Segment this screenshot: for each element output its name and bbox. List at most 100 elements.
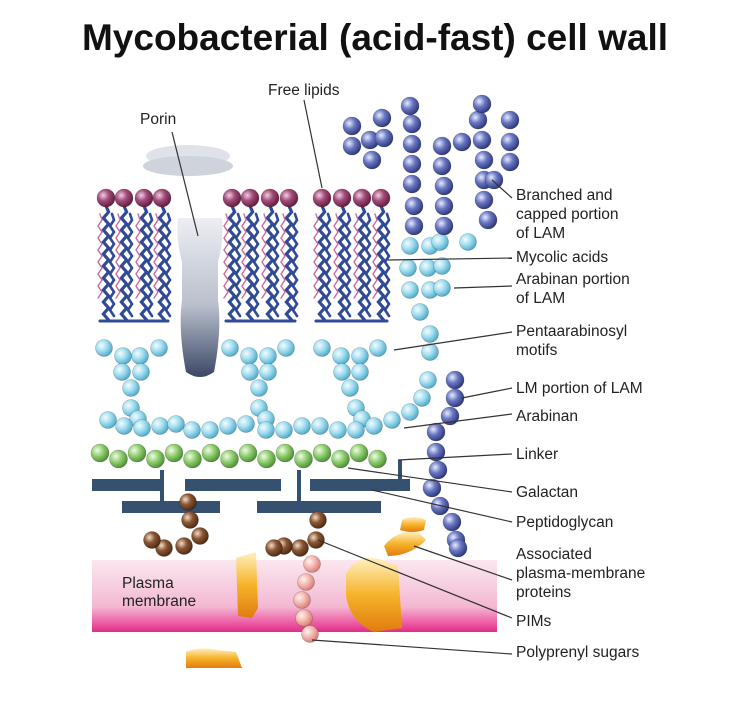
- lam-bead: [500, 152, 520, 172]
- lam-bead: [474, 190, 494, 210]
- arabinose-bead: [431, 233, 449, 251]
- arabinose-bead: [132, 363, 150, 381]
- galactan-bead: [238, 443, 258, 463]
- mycolic-acid-tail: [261, 213, 267, 299]
- mycolic-acid-chain: [265, 204, 275, 322]
- lam-bead: [402, 114, 422, 134]
- galactan-bead: [127, 443, 147, 463]
- label-galactan: Galactan: [516, 484, 578, 501]
- arabinose-bead: [250, 379, 268, 397]
- arabinose-bead: [421, 325, 439, 343]
- arabinose-bead: [131, 347, 149, 365]
- galactan-bead: [331, 449, 350, 469]
- pim-bead: [143, 531, 161, 549]
- arabinose-bead: [219, 417, 237, 435]
- lam-bead: [474, 150, 494, 170]
- arabinose-bead: [332, 347, 350, 365]
- peptidoglycan-layer: [92, 460, 410, 513]
- porin-shape: [143, 145, 233, 377]
- lam-bead: [342, 136, 362, 156]
- lam-bead: [452, 132, 472, 152]
- mycolic-acid-tail: [135, 213, 141, 299]
- mycolic-acid-chain: [337, 204, 347, 322]
- polyprenyl-bead: [293, 591, 311, 609]
- mycolic-acid-head: [312, 188, 332, 208]
- arabinose-bead: [150, 339, 168, 357]
- mycolic-acid-chain: [164, 212, 172, 318]
- lam-bead: [434, 196, 454, 216]
- arabinose-bead: [113, 363, 131, 381]
- pim-bead: [181, 511, 199, 529]
- lam-bead: [445, 370, 465, 390]
- label-linker: Linker: [516, 446, 558, 463]
- lam-bead: [362, 150, 382, 170]
- arabinose-bead: [201, 421, 219, 439]
- mycolic-acid-tail: [280, 213, 286, 299]
- mycolic-acid-head: [96, 188, 116, 208]
- lam-bead: [442, 512, 462, 532]
- associated-proteins: [186, 517, 426, 668]
- arabinose-bead: [293, 417, 311, 435]
- galactan-bead: [257, 449, 276, 469]
- arabinose-bead: [114, 347, 132, 365]
- mycolic-acid-chain: [344, 212, 352, 318]
- polyprenyl-bead: [297, 573, 315, 591]
- lam-bead: [422, 478, 442, 498]
- lam-bead: [500, 110, 520, 130]
- polyprenyl-bead: [301, 625, 319, 643]
- arabinose-bead: [459, 233, 477, 251]
- lam-bead: [404, 196, 424, 216]
- mycolic-acid-chain: [245, 204, 255, 322]
- mycolic-acid-tail: [97, 213, 103, 299]
- arabinose-bead: [240, 347, 258, 365]
- mycolic-acid-chain: [101, 204, 111, 322]
- lam-bead: [434, 176, 454, 196]
- mycolic-acid-tail: [372, 213, 378, 299]
- arabinose-bead: [183, 421, 201, 439]
- arabinose-bead: [413, 389, 431, 407]
- mycolic-acid-head: [279, 188, 299, 208]
- arabinose-bead: [369, 339, 387, 357]
- pim-bead: [175, 537, 193, 555]
- label-mycolic-acids: Mycolic acids: [516, 249, 608, 266]
- galactan-bead: [146, 449, 165, 469]
- mycolic-acid-chain: [357, 204, 367, 322]
- galactan-bead: [220, 449, 239, 469]
- mycolic-acid-chain: [324, 212, 332, 318]
- arabinose-bead: [237, 415, 255, 433]
- pim-bead: [309, 511, 327, 529]
- mycolic-acid-tail: [223, 213, 229, 299]
- mycolic-acid-tail: [353, 213, 359, 299]
- mycolic-acid-head: [240, 188, 260, 208]
- lam-bead: [440, 406, 460, 426]
- arabinose-bead: [351, 347, 369, 365]
- lam-bead: [445, 388, 465, 408]
- mycolic-acid-tail: [241, 213, 247, 299]
- lam-bead: [426, 422, 446, 442]
- label-free-lipids: Free lipids: [268, 82, 340, 99]
- galactan-bead: [275, 443, 295, 463]
- lam-bead: [484, 170, 504, 190]
- arabinose-bead: [351, 363, 369, 381]
- lam-bead: [426, 442, 446, 462]
- arabinose-bead: [122, 379, 140, 397]
- lam-bead: [448, 538, 468, 558]
- label-arabinan: Arabinan: [516, 408, 578, 425]
- arabinose-bead: [347, 421, 365, 439]
- mycolic-acid-tail: [115, 213, 121, 299]
- arabinose-bead: [133, 419, 151, 437]
- mycolic-acid-chain: [284, 204, 294, 322]
- lam-bead: [500, 132, 520, 152]
- arabinose-bead: [151, 417, 169, 435]
- mycolic-acid-chain: [376, 204, 386, 322]
- lam-bead: [468, 110, 488, 130]
- mycolic-acid-head: [134, 188, 154, 208]
- arabinose-bead: [257, 421, 275, 439]
- lam-bead: [432, 136, 452, 156]
- arabinose-bead: [383, 411, 401, 429]
- galactan-bead: [312, 443, 332, 463]
- arabinose-bead: [311, 417, 329, 435]
